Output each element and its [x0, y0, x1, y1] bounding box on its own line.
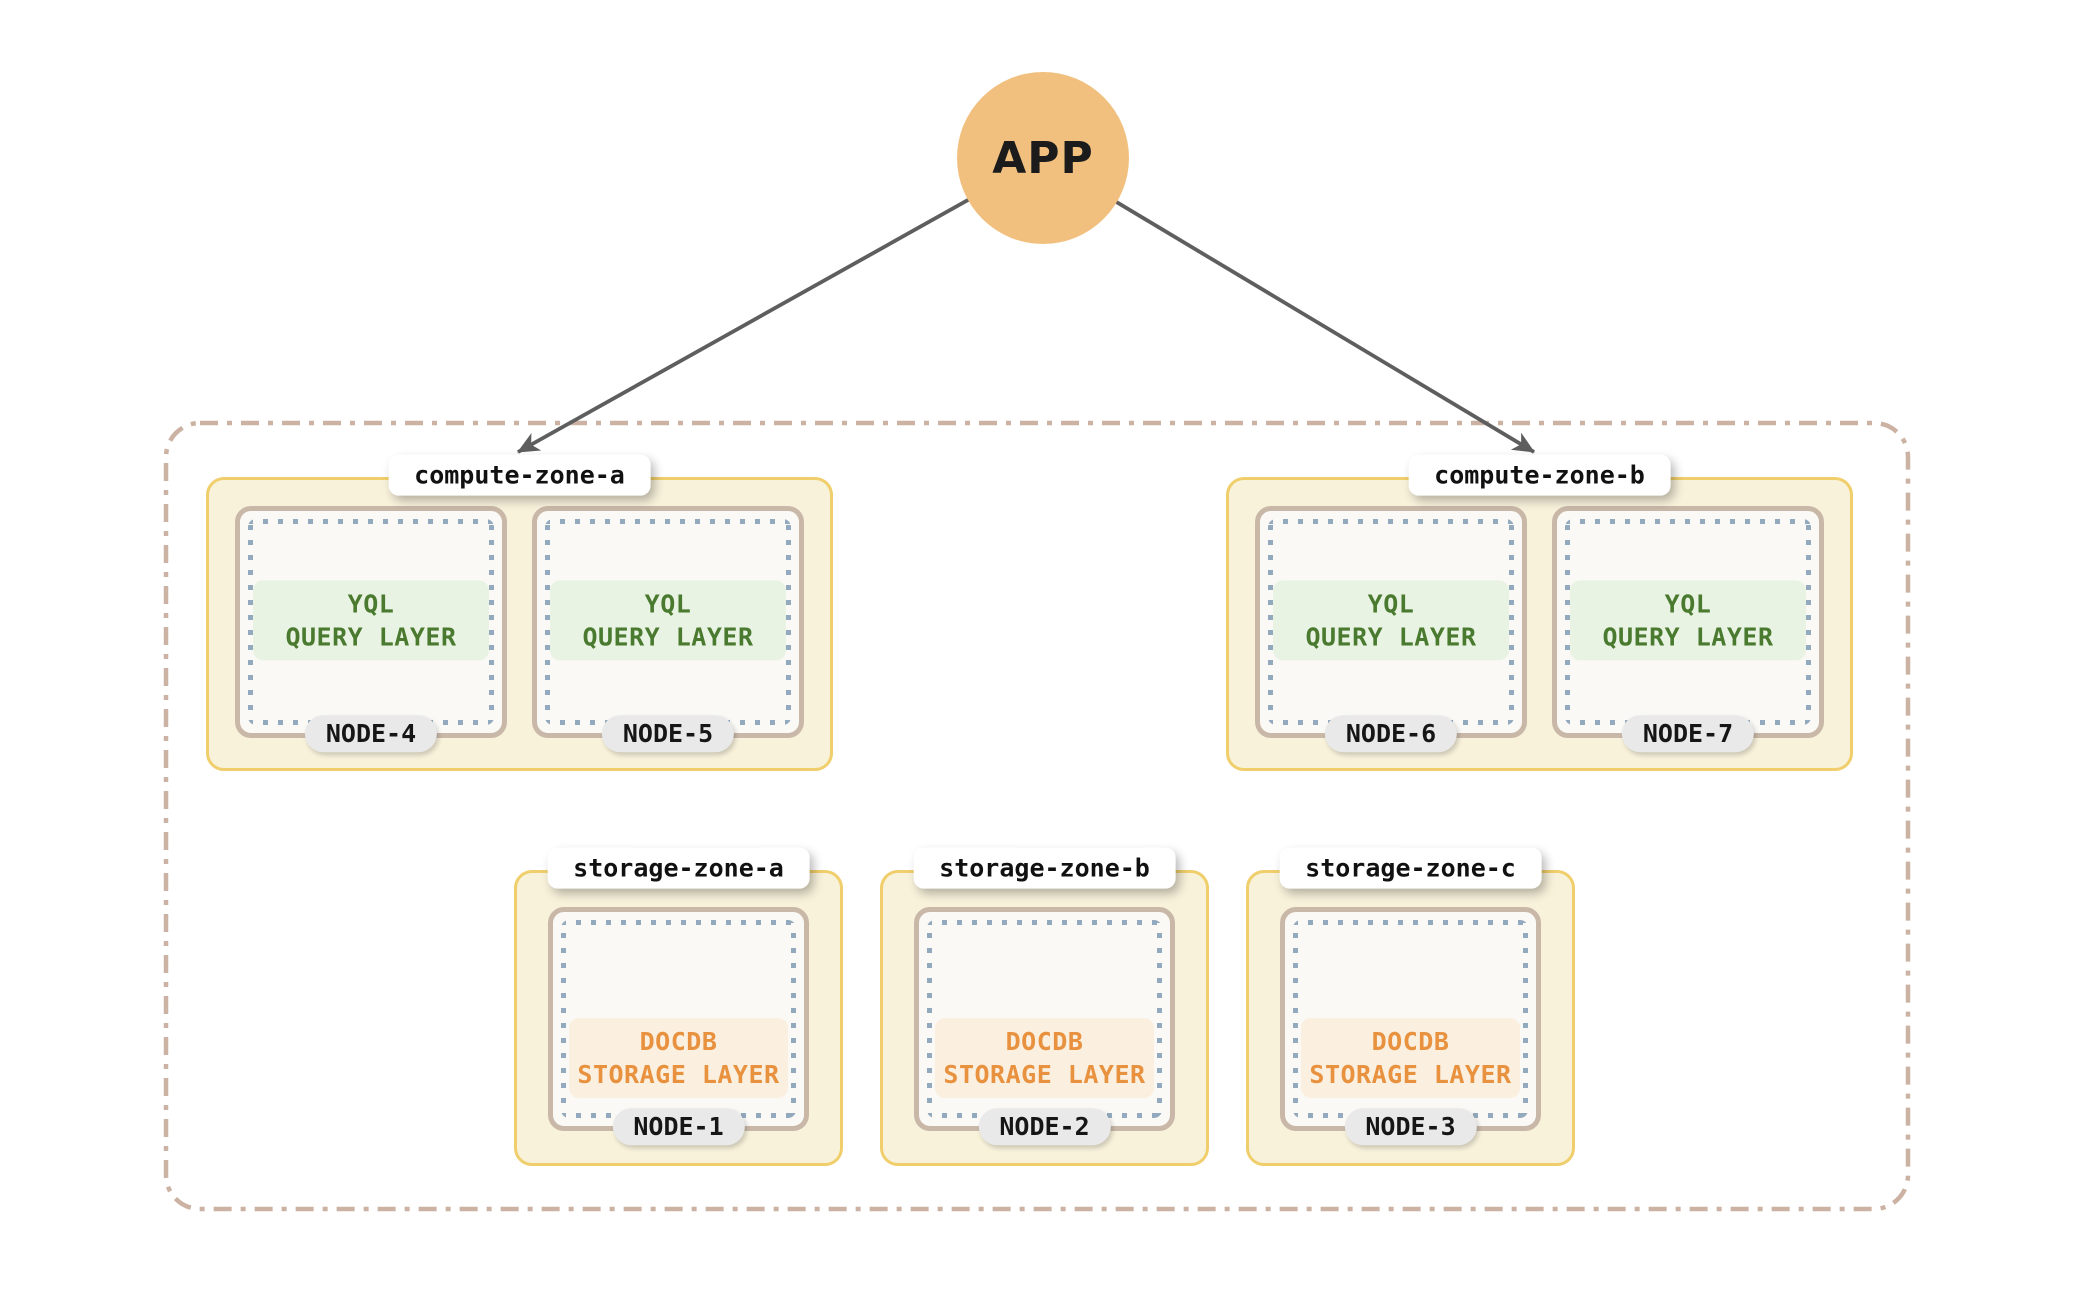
node-name-pill: NODE-3	[1344, 1108, 1477, 1146]
layer-line-1: DOCDB	[1371, 1027, 1450, 1056]
node-3: DOCDB STORAGE LAYER NODE-3	[1280, 907, 1541, 1146]
layer-line-2: STORAGE LAYER	[943, 1060, 1146, 1089]
zone-compute-b: compute-zone-b YQL QUERY LAYER NODE-6 YQ…	[1226, 454, 1853, 771]
layer-line-2: STORAGE LAYER	[577, 1060, 780, 1089]
node-name-pill: NODE-4	[304, 715, 438, 753]
layer-line-2: QUERY LAYER	[285, 622, 457, 652]
app-node: APP	[957, 72, 1129, 244]
zone-storage-b: storage-zone-b DOCDB STORAGE LAYER NODE-…	[880, 847, 1209, 1166]
layer-line-2: QUERY LAYER	[1602, 622, 1774, 652]
yql-query-layer-label: YQL QUERY LAYER	[1570, 580, 1806, 661]
app-label: APP	[992, 132, 1094, 184]
layer-line-1: YQL	[644, 589, 692, 619]
yql-query-layer-label: YQL QUERY LAYER	[1273, 580, 1509, 661]
layer-line-1: YQL	[1664, 589, 1712, 619]
yql-query-layer-label: YQL QUERY LAYER	[253, 580, 489, 661]
layer-line-1: YQL	[1367, 589, 1415, 619]
node-6: YQL QUERY LAYER NODE-6	[1255, 506, 1527, 753]
zone-label-storage-c: storage-zone-c	[1279, 847, 1542, 889]
zone-storage-c: storage-zone-c DOCDB STORAGE LAYER NODE-…	[1246, 847, 1575, 1166]
zone-label-compute-a: compute-zone-a	[388, 454, 651, 496]
node-2: DOCDB STORAGE LAYER NODE-2	[914, 907, 1175, 1146]
docdb-storage-layer-label: DOCDB STORAGE LAYER	[569, 1018, 788, 1098]
zone-label-storage-b: storage-zone-b	[913, 847, 1176, 889]
docdb-storage-layer-label: DOCDB STORAGE LAYER	[1301, 1018, 1520, 1098]
docdb-storage-layer-label: DOCDB STORAGE LAYER	[935, 1018, 1154, 1098]
layer-line-1: DOCDB	[1005, 1027, 1084, 1056]
node-7: YQL QUERY LAYER NODE-7	[1552, 506, 1824, 753]
zone-label-compute-b: compute-zone-b	[1408, 454, 1671, 496]
layer-line-2: QUERY LAYER	[582, 622, 754, 652]
node-name-pill: NODE-6	[1324, 715, 1458, 753]
layer-line-2: QUERY LAYER	[1305, 622, 1477, 652]
node-1: DOCDB STORAGE LAYER NODE-1	[548, 907, 809, 1146]
node-name-pill: NODE-2	[978, 1108, 1111, 1146]
yql-query-layer-label: YQL QUERY LAYER	[550, 580, 786, 661]
layer-line-2: STORAGE LAYER	[1309, 1060, 1512, 1089]
zone-storage-a: storage-zone-a DOCDB STORAGE LAYER NODE-…	[514, 847, 843, 1166]
node-name-pill: NODE-1	[612, 1108, 745, 1146]
zone-label-storage-a: storage-zone-a	[547, 847, 810, 889]
node-name-pill: NODE-5	[601, 715, 735, 753]
arrow-app-to-compute-zone-a	[517, 156, 1044, 454]
node-4: YQL QUERY LAYER NODE-4	[235, 506, 507, 753]
arrow-app-to-compute-zone-b	[1042, 156, 1535, 454]
layer-line-1: YQL	[347, 589, 395, 619]
node-5: YQL QUERY LAYER NODE-5	[532, 506, 804, 753]
zone-compute-a: compute-zone-a YQL QUERY LAYER NODE-4 YQ…	[206, 454, 833, 771]
cluster-boundary	[163, 420, 1911, 1212]
layer-line-1: DOCDB	[639, 1027, 718, 1056]
node-name-pill: NODE-7	[1621, 715, 1755, 753]
